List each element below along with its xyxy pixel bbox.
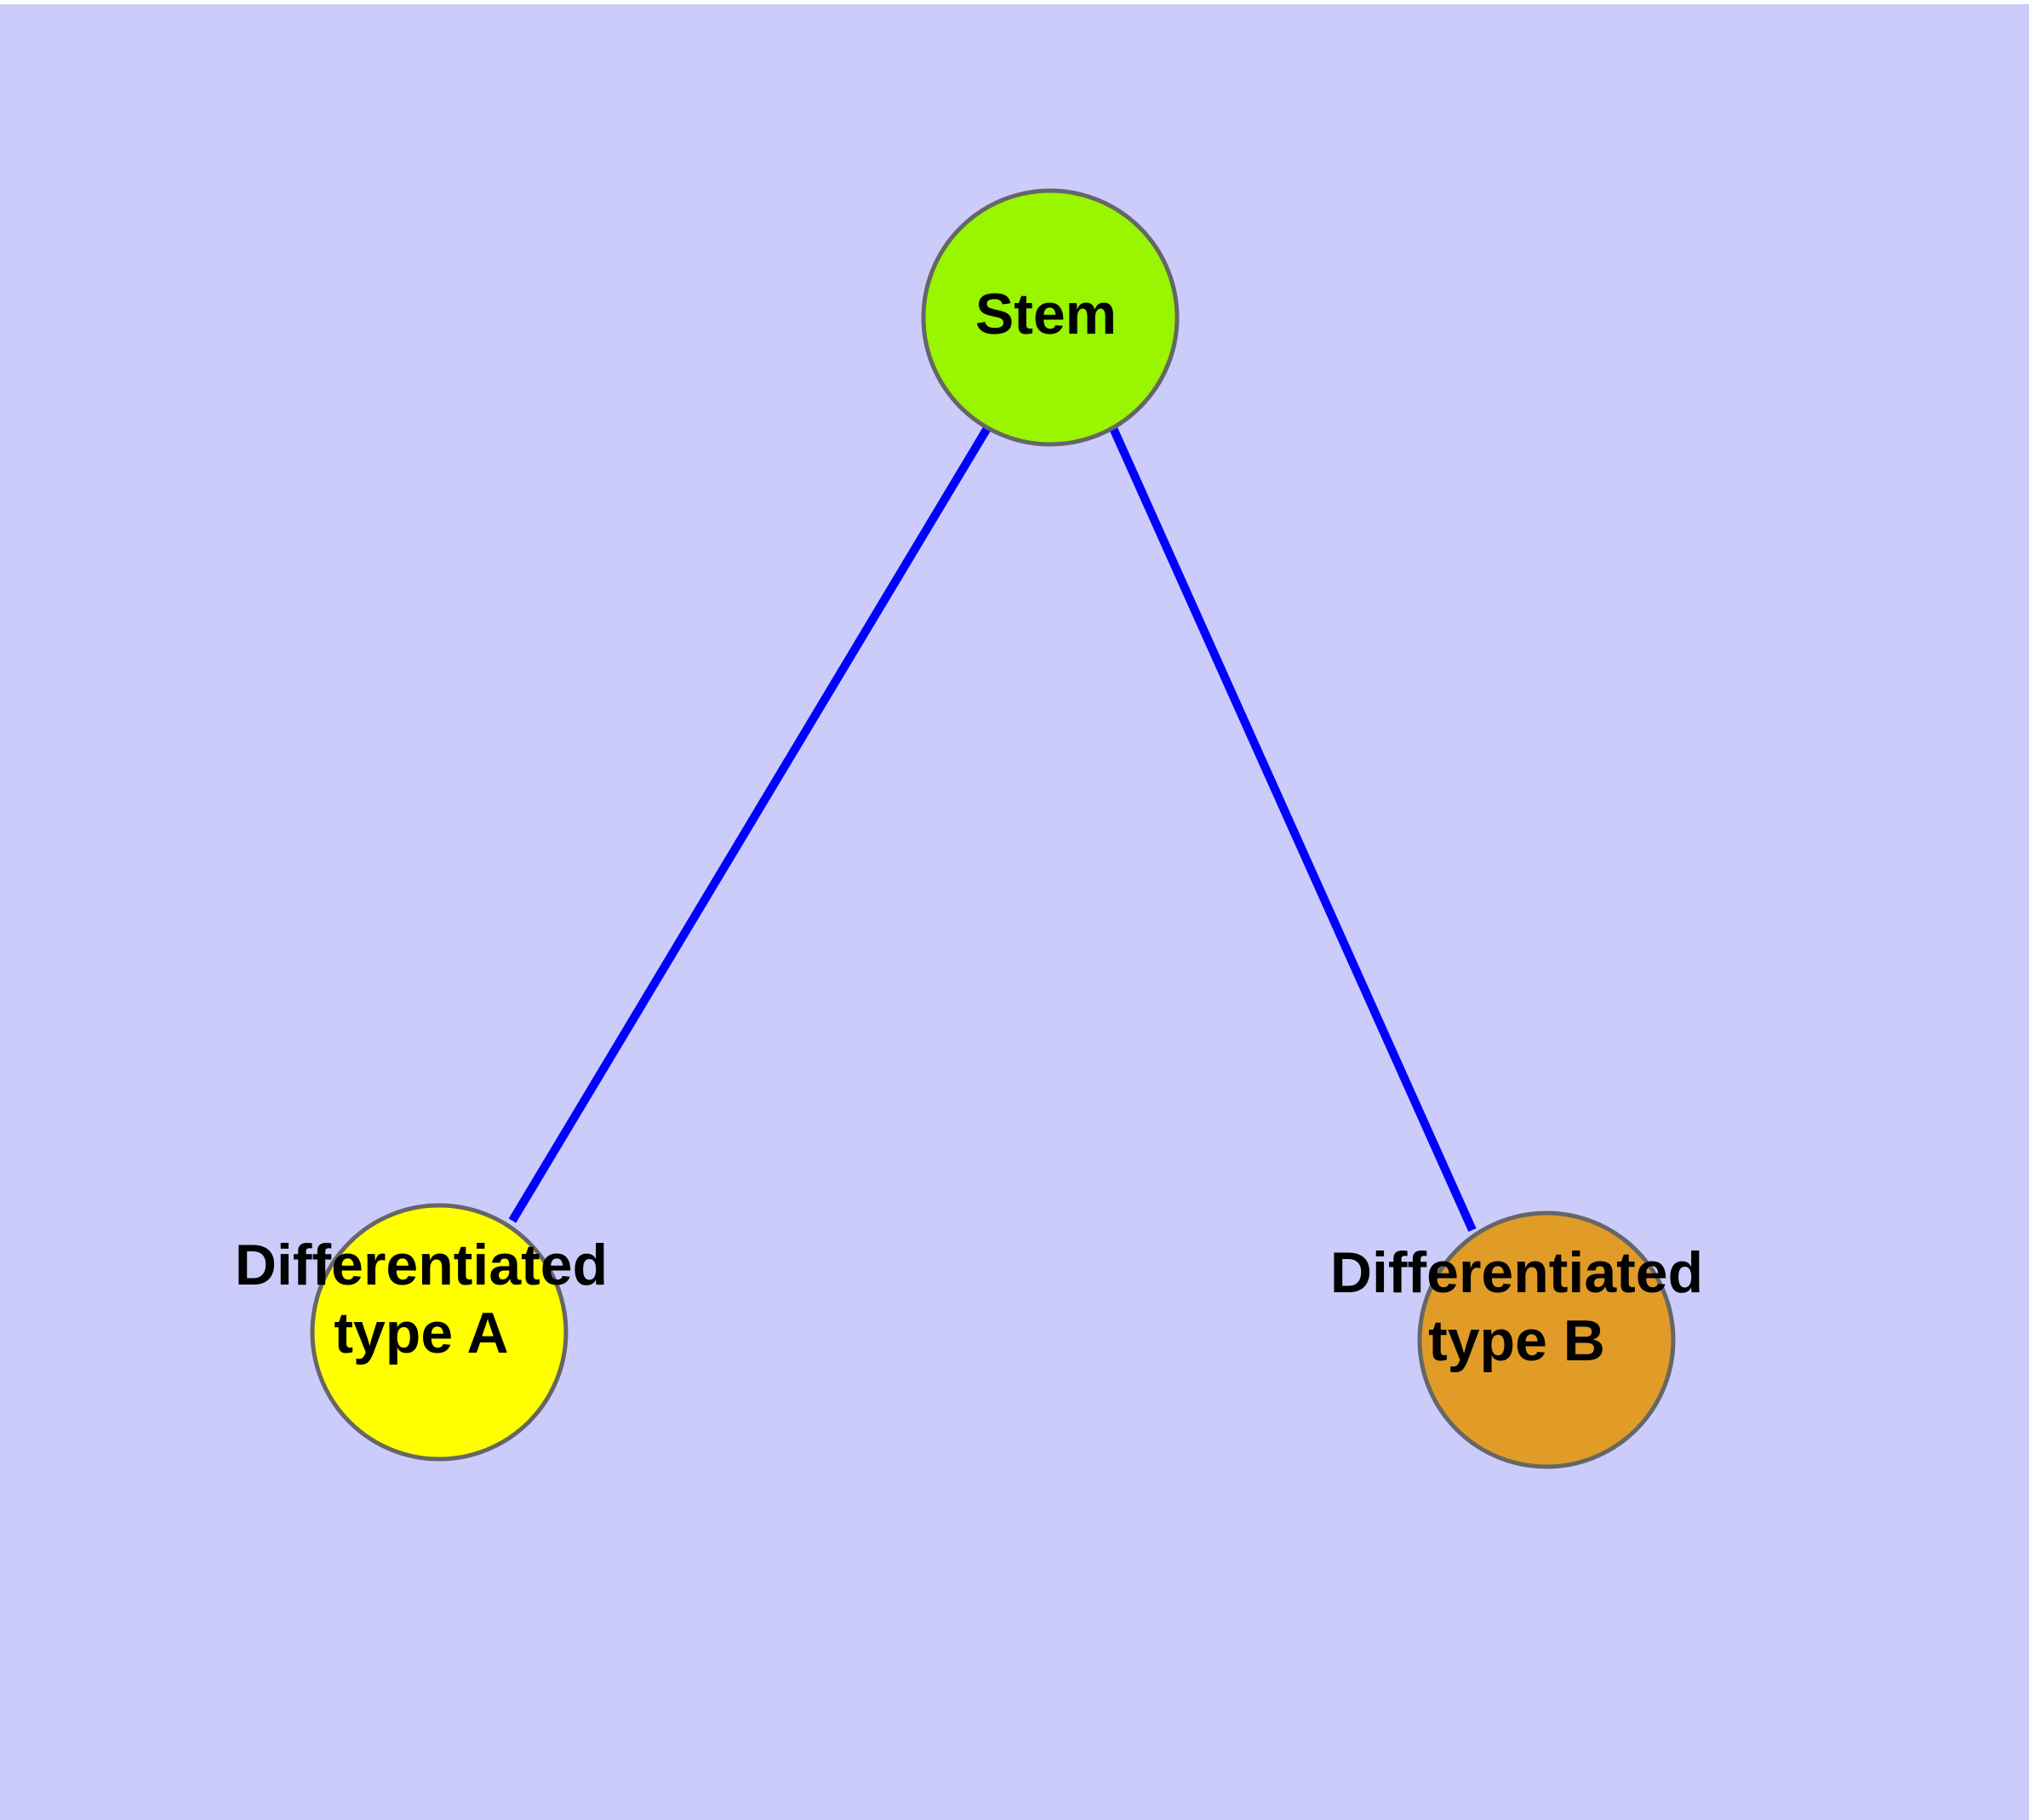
node-stem-circle[interactable] bbox=[921, 188, 1180, 447]
edge-stem-to-differentiated-type-a[interactable] bbox=[508, 426, 992, 1223]
node-differentiated-type-a-circle[interactable] bbox=[310, 1203, 569, 1462]
edges-layer bbox=[508, 426, 1477, 1233]
nodes-layer bbox=[310, 188, 1676, 1469]
edge-stem-to-differentiated-type-b[interactable] bbox=[1109, 426, 1477, 1233]
node-stem-label: Stem bbox=[975, 282, 1117, 346]
node-differentiated-type-b-circle[interactable] bbox=[1417, 1210, 1676, 1469]
